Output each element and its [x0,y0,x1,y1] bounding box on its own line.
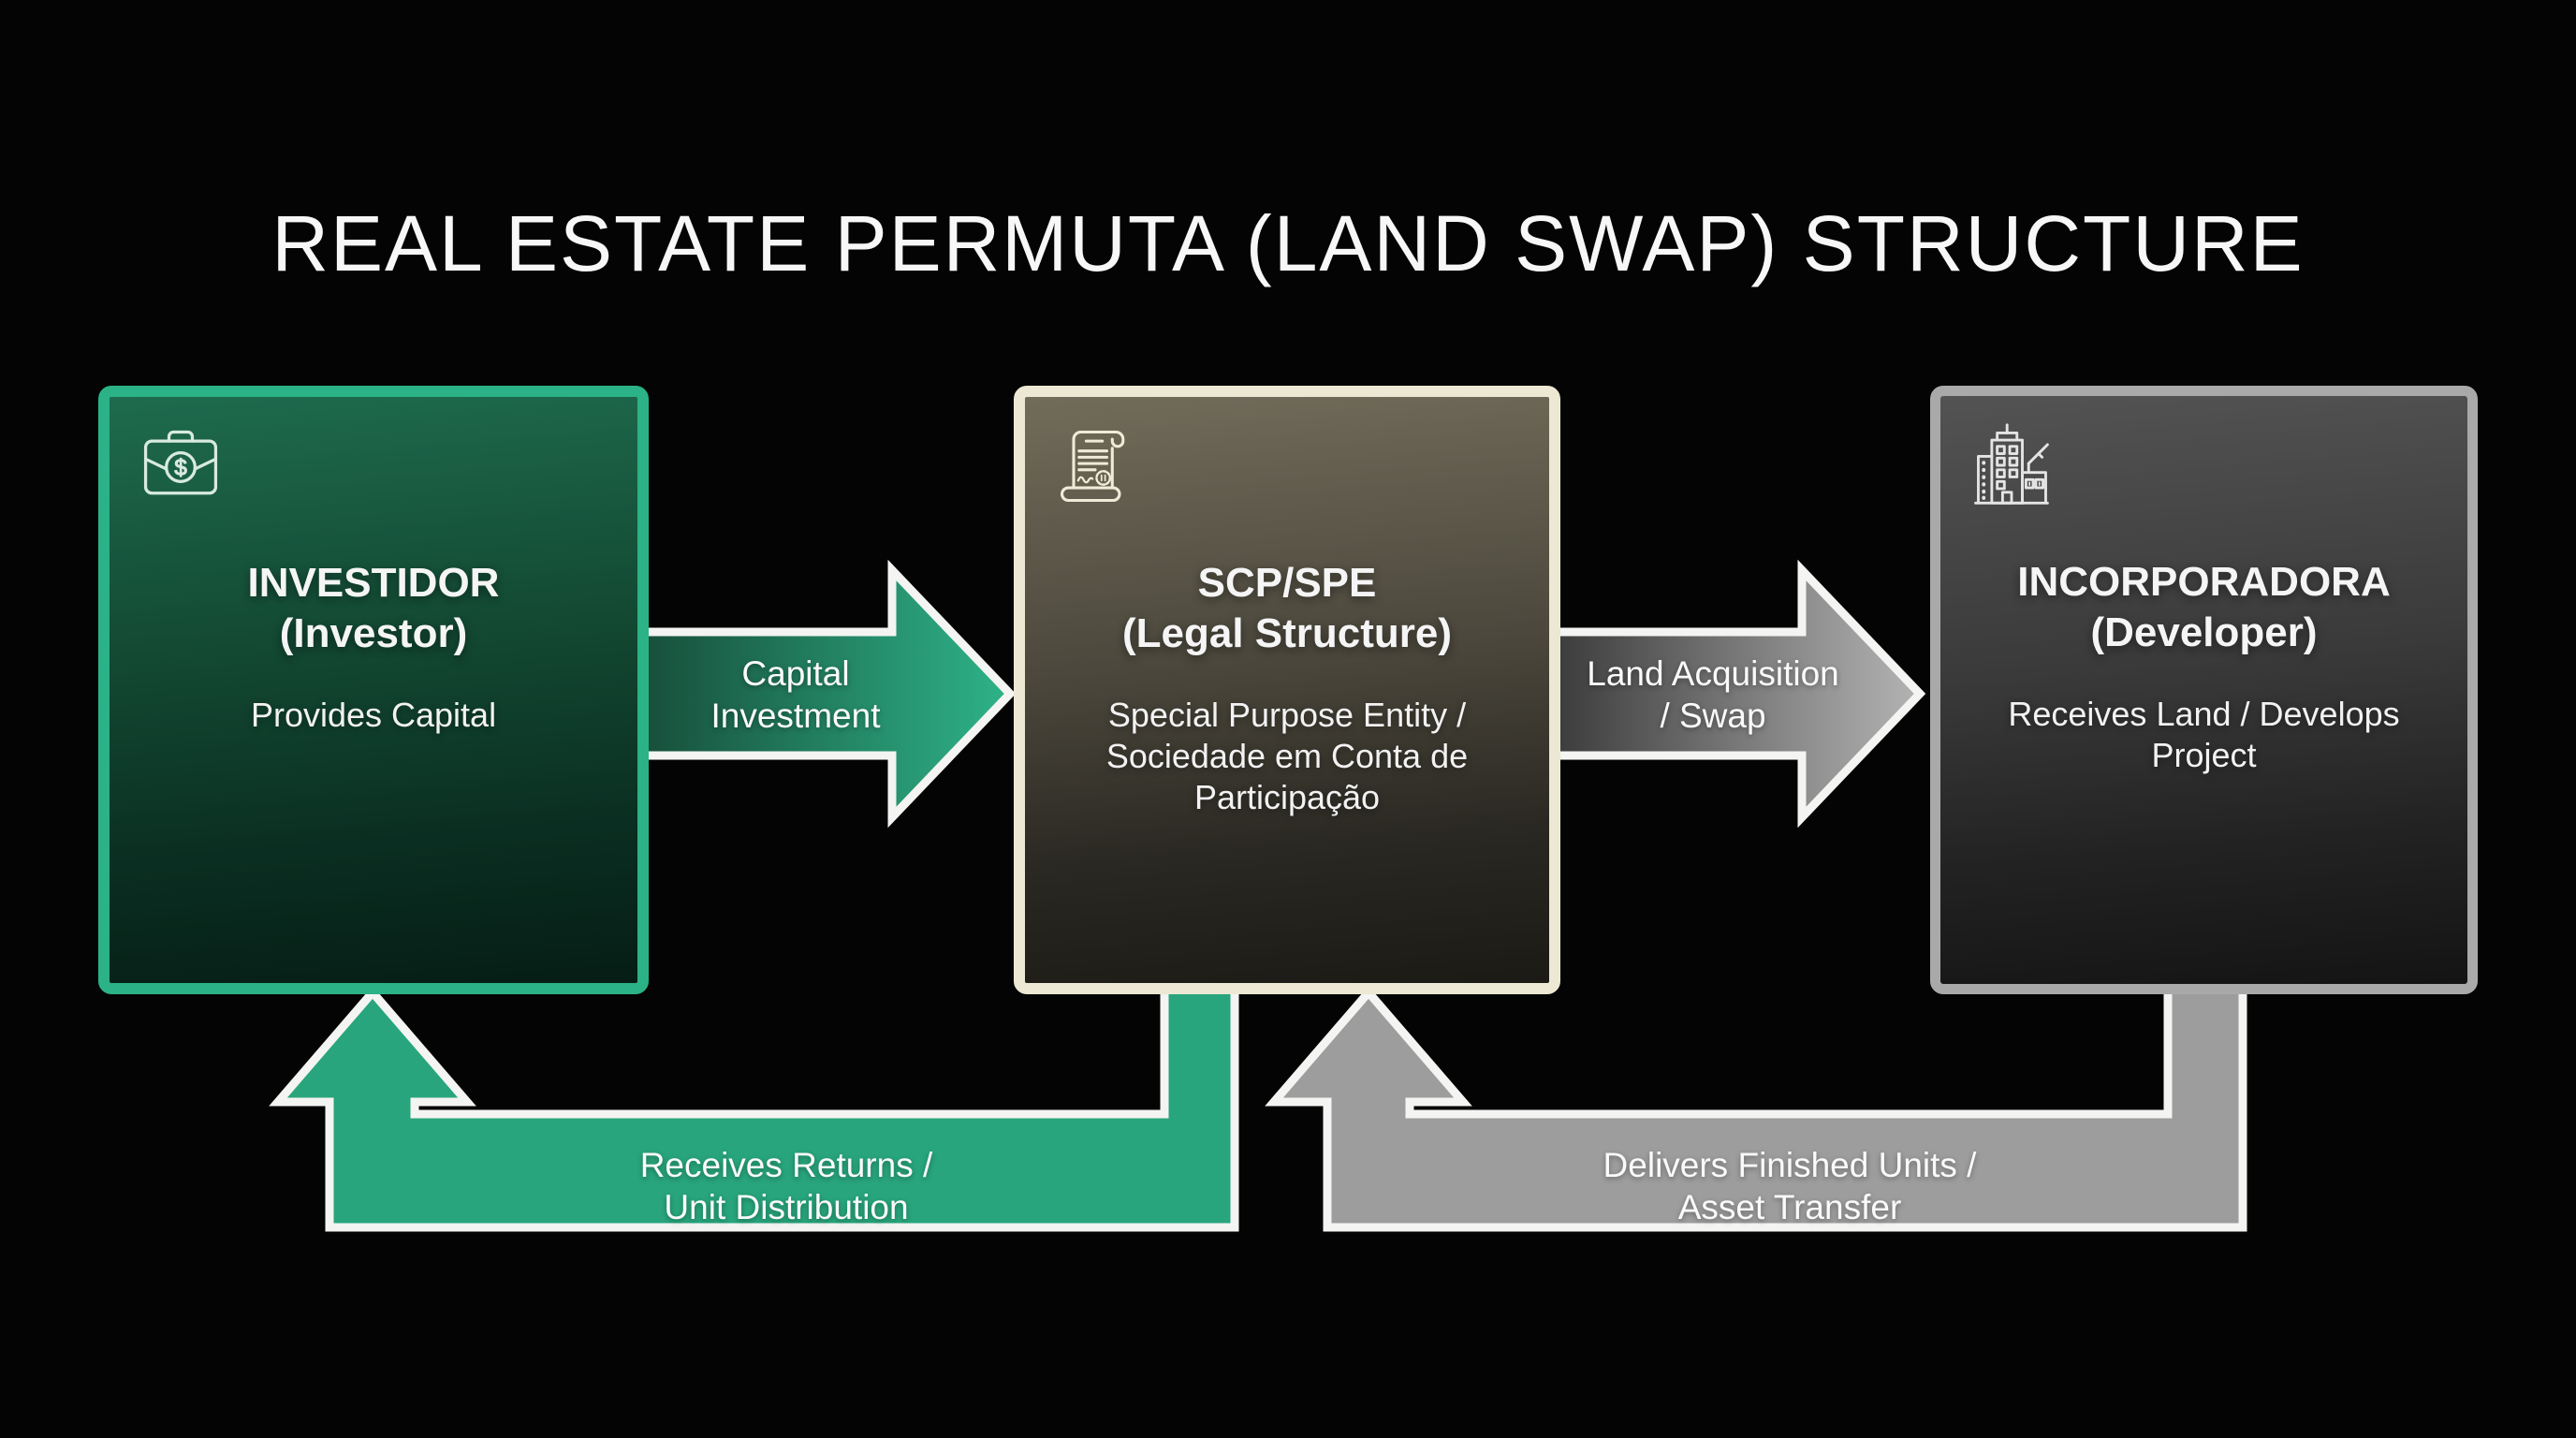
spe-node: SCP/SPE (Legal Structure) Special Purpos… [1014,386,1560,994]
delivery-label: Delivers Finished Units / Asset Transfer [1556,1144,2024,1228]
capital-investment-arrow [639,559,1017,829]
investor-heading: INVESTIDOR (Investor) [110,558,637,659]
land-acquisition-label-line2: / Swap [1660,697,1766,735]
investor-node: $ INVESTIDOR (Investor) Provides Capital [98,386,649,994]
delivery-label-line2: Asset Transfer [1677,1188,1902,1226]
capital-investment-label: Capital Investment [655,653,936,737]
land-acquisition-label: Land Acquisition / Swap [1544,653,1881,737]
svg-text:$: $ [174,456,186,481]
investor-description: Provides Capital [250,696,497,734]
returns-label-line1: Receives Returns / [639,1146,933,1184]
spe-title: SCP/SPE [1197,560,1377,606]
spe-subtitle: (Legal Structure) [1121,610,1453,656]
returns-label-line2: Unit Distribution [664,1188,909,1226]
spe-description: Special Purpose Entity / Sociedade em Co… [1105,696,1469,816]
land-acquisition-label-line1: Land Acquisition [1587,654,1839,693]
investor-title: INVESTIDOR [247,560,500,606]
developer-node: INCORPORADORA (Developer) Receives Land … [1930,386,2478,994]
briefcase-dollar-icon: $ [136,421,226,511]
city-buildings-icon [1967,420,2056,510]
developer-title: INCORPORADORA [2017,559,2391,605]
delivery-label-line1: Delivers Finished Units / [1603,1146,1977,1184]
capital-investment-label-line1: Capital [741,654,850,693]
contract-scroll-icon [1051,421,1141,511]
land-acquisition-arrow [1551,559,1926,829]
capital-investment-label-line2: Investment [710,697,881,735]
developer-heading: INCORPORADORA (Developer) [1940,557,2467,658]
spe-heading: SCP/SPE (Legal Structure) [1025,558,1549,659]
developer-subtitle: (Developer) [2090,609,2318,655]
developer-description: Receives Land / Develops Project [2008,695,2400,774]
investor-subtitle: (Investor) [279,610,468,656]
page-title: REAL ESTATE PERMUTA (LAND SWAP) STRUCTUR… [271,199,2305,287]
returns-label: Receives Returns / Unit Distribution [552,1144,1020,1228]
